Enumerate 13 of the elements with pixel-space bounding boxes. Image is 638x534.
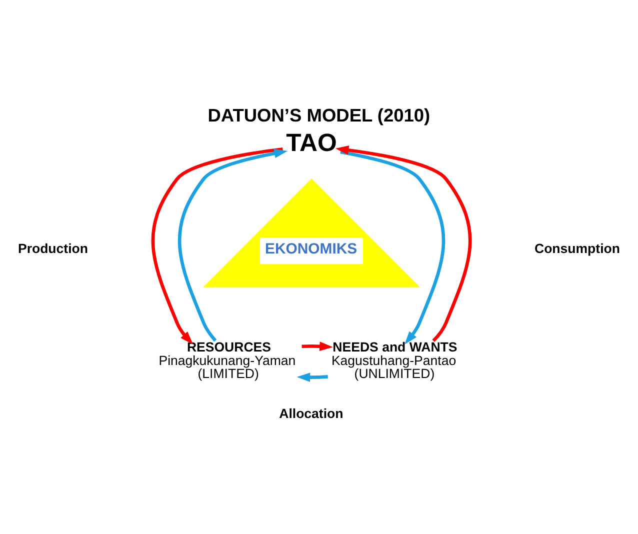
arrow (302, 341, 333, 350)
node-text: NEEDS and WANTS Kagustuhang-Pantao (UNLIMITED) (331, 339, 458, 381)
node-text: RESOURCES Pinagkukunang-Yaman (LIMITED) (158, 339, 296, 381)
arrow (335, 145, 472, 342)
node-text: TAO (286, 128, 337, 157)
label: Consumption (534, 240, 620, 256)
label: Allocation (279, 406, 344, 421)
arrow (178, 148, 288, 342)
arrow (296, 372, 328, 382)
arrow (340, 150, 446, 344)
diagram-title: DATUON’S MODEL (2010) (208, 104, 430, 125)
label: Production (18, 240, 88, 256)
arrow (151, 147, 283, 344)
